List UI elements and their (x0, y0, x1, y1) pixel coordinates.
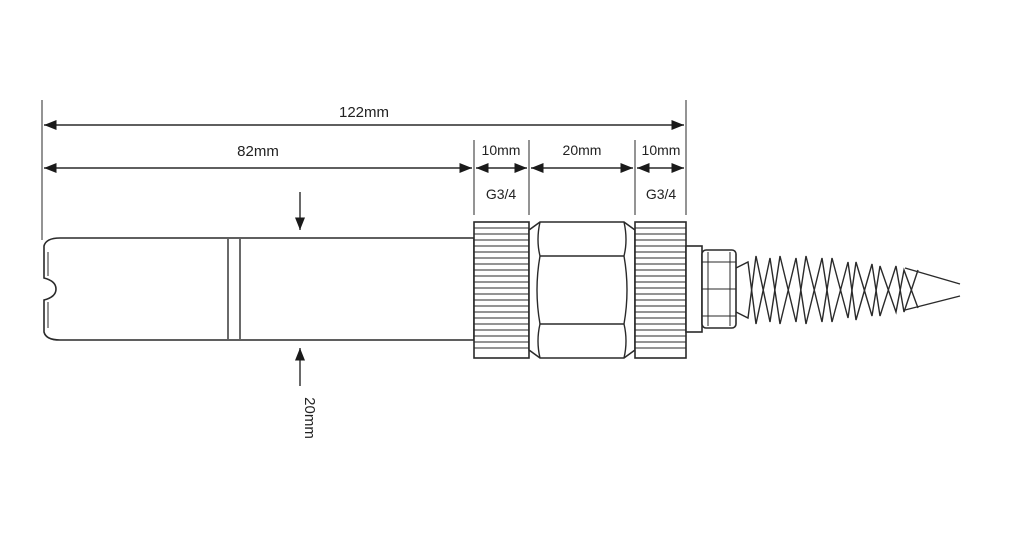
front-thread-width-label: 10mm (482, 142, 521, 158)
front-thread (473, 221, 530, 359)
overall-length-dimension: 122mm (44, 104, 684, 131)
hex-width-label: 20mm (563, 142, 602, 158)
probe-length-label: 82mm (237, 143, 279, 160)
cable (904, 267, 961, 311)
probe-body (43, 237, 475, 341)
diameter-dimension: 20mm (294, 192, 318, 439)
rear-thread-spec-label: G3/4 (646, 186, 677, 202)
rear-thread-lines (635, 227, 686, 349)
rear-thread-dimension: 10mm G3/4 (637, 142, 684, 202)
front-thread-spec-label: G3/4 (486, 186, 517, 202)
overall-length-label: 122mm (339, 104, 389, 121)
front-thread-dimension: 10mm G3/4 (476, 142, 527, 202)
cable-gland (685, 245, 737, 333)
extension-lines (41, 100, 687, 240)
hex-nut (528, 221, 636, 359)
spring-strain-relief (735, 255, 919, 325)
front-thread-lines (474, 227, 529, 349)
rear-thread (634, 221, 687, 359)
hex-dimension: 20mm (531, 142, 633, 174)
probe-length-dimension: 82mm (44, 143, 472, 174)
rear-thread-width-label: 10mm (642, 142, 681, 158)
diameter-label: 20mm (301, 397, 318, 439)
